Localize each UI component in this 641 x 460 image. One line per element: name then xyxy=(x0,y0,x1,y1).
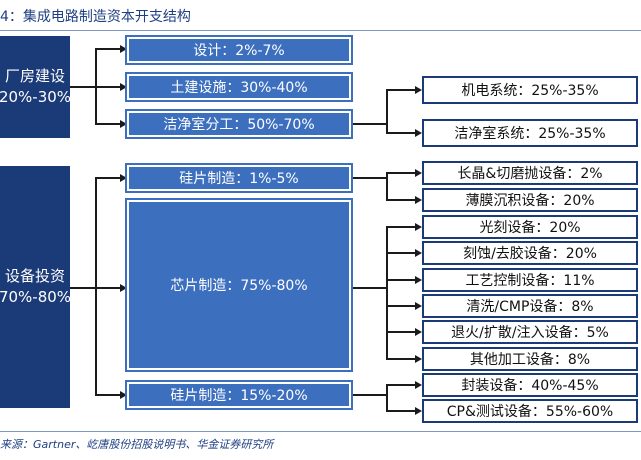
arrow-icon xyxy=(415,276,422,284)
root-plant-label: 厂房建设 xyxy=(4,67,65,85)
connector xyxy=(386,132,417,134)
connector xyxy=(353,177,387,179)
leaf-box-crystal-growth: 长晶&切磨抛设备：2% xyxy=(422,161,638,185)
connector xyxy=(386,305,417,307)
arrow-icon xyxy=(415,169,422,177)
arrow-icon xyxy=(415,196,422,204)
bottom-rule xyxy=(0,431,641,432)
connector xyxy=(386,172,417,174)
mid-box-wafer-top: 硅片制造：1%-5% xyxy=(125,163,353,193)
connector xyxy=(386,331,417,333)
figure-title: 4：集成电路制造资本开支结构 xyxy=(0,9,191,25)
connector xyxy=(353,287,387,289)
root-equipment-label: 设备投资 xyxy=(4,267,65,285)
leaf-box-cleanroom-system: 洁净室系统：25%-35% xyxy=(422,119,638,147)
root-box-plant: 厂房建设 20%-30% xyxy=(0,36,72,138)
connector xyxy=(95,177,97,395)
root-box-equipment: 设备投资 70%-80% xyxy=(0,166,72,408)
root-equipment-share: 70%-80% xyxy=(0,288,72,306)
arrow-icon xyxy=(415,223,422,231)
leaf-box-packaging: 封装设备：40%-45% xyxy=(422,373,638,397)
mid-box-design: 设计：2%-7% xyxy=(125,35,353,65)
arrow-icon xyxy=(415,86,422,94)
connector xyxy=(386,89,417,91)
connector xyxy=(95,86,121,88)
arrow-icon xyxy=(120,391,127,399)
leaf-box-lithography: 光刻设备：20% xyxy=(422,215,638,239)
leaf-box-anneal-implant: 退火/扩散/注入设备：5% xyxy=(422,320,638,344)
arrow-icon xyxy=(415,302,422,310)
leaf-box-process-control: 工艺控制设备：11% xyxy=(422,268,638,292)
connector xyxy=(386,199,417,201)
leaf-box-cp-testing: CP&测试设备：55%-60% xyxy=(422,399,638,423)
connector xyxy=(353,394,387,396)
top-rule xyxy=(0,30,641,31)
connector xyxy=(386,410,417,412)
connector xyxy=(386,89,388,133)
connector xyxy=(386,226,388,359)
mid-box-civil: 土建设施：30%-40% xyxy=(125,72,353,102)
arrow-icon xyxy=(120,83,127,91)
connector xyxy=(95,123,121,125)
connector xyxy=(70,287,96,289)
arrow-icon xyxy=(415,407,422,415)
arrow-icon xyxy=(415,381,422,389)
arrow-icon xyxy=(415,355,422,363)
leaf-box-clean-cmp: 清洗/CMP设备：8% xyxy=(422,294,638,318)
connector xyxy=(386,172,388,200)
source-note: 来源：Gartner、屹唐股份招股说明书、华金证券研究所 xyxy=(0,438,274,451)
connector xyxy=(386,226,417,228)
connector xyxy=(95,287,121,289)
leaf-box-mep-system: 机电系统：25%-35% xyxy=(422,76,638,104)
arrow-icon xyxy=(120,120,127,128)
connector xyxy=(353,123,387,125)
connector xyxy=(70,86,96,88)
arrow-icon xyxy=(415,249,422,257)
root-plant-share: 20%-30% xyxy=(0,88,72,106)
mid-box-wafer-bottom: 硅片制造：15%-20% xyxy=(125,380,353,410)
arrow-icon xyxy=(415,129,422,137)
arrow-icon xyxy=(120,284,127,292)
arrow-icon xyxy=(120,174,127,182)
arrow-icon xyxy=(120,45,127,53)
leaf-box-other-processing: 其他加工设备：8% xyxy=(422,347,638,371)
mid-box-cleanroom: 洁净室分工：50%-70% xyxy=(125,109,353,139)
leaf-box-thin-film: 薄膜沉积设备：20% xyxy=(422,188,638,212)
connector xyxy=(95,48,121,50)
leaf-box-etch: 刻蚀/去胶设备：20% xyxy=(422,241,638,265)
connector xyxy=(386,358,417,360)
connector xyxy=(386,384,417,386)
connector xyxy=(95,394,121,396)
arrow-icon xyxy=(415,328,422,336)
connector xyxy=(95,177,121,179)
connector xyxy=(386,252,417,254)
mid-box-chip: 芯片制造：75%-80% xyxy=(125,198,353,372)
connector xyxy=(386,279,417,281)
connector xyxy=(386,384,388,411)
